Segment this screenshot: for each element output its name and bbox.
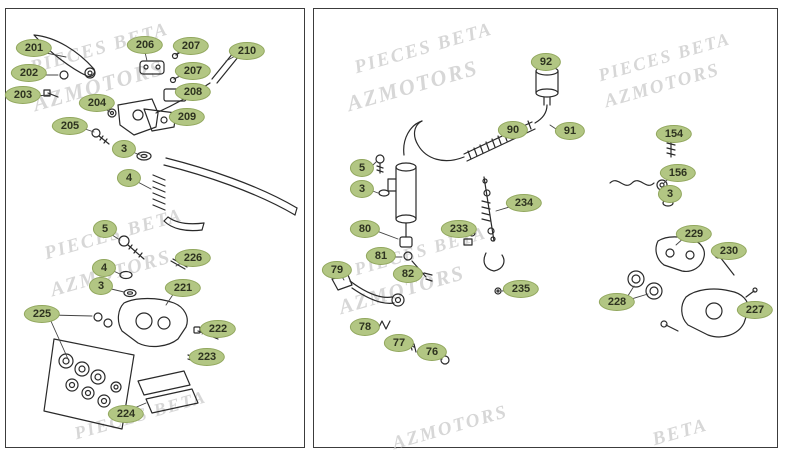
callout-205: 205 (51, 116, 89, 136)
callout-4: 4 (91, 258, 117, 278)
callout-229: 229 (675, 224, 713, 244)
callout-226: 226 (174, 248, 212, 268)
callout-210: 210 (228, 41, 266, 61)
callout-225: 225 (23, 304, 61, 324)
callout-221: 221 (164, 278, 202, 298)
callout-206: 206 (126, 35, 164, 55)
callout-80: 80 (349, 219, 381, 239)
callout-222: 222 (199, 319, 237, 339)
brake-pads-art (137, 370, 199, 414)
callout-79: 79 (321, 260, 353, 280)
callout-156: 156 (659, 163, 697, 183)
callout-207: 207 (172, 36, 210, 56)
callout-3: 3 (111, 139, 137, 159)
handlebar-art (163, 157, 298, 232)
callout-230: 230 (710, 241, 748, 261)
rear-master-cylinder-art (375, 154, 433, 282)
callout-3: 3 (349, 179, 375, 199)
callout-91: 91 (554, 121, 586, 141)
callout-76: 76 (416, 342, 448, 362)
callout-201: 201 (15, 38, 53, 58)
callout-5: 5 (92, 219, 118, 239)
seal-kit-art (43, 338, 135, 430)
callout-204: 204 (78, 93, 116, 113)
brake-lever-art (33, 34, 117, 145)
callout-228: 228 (598, 292, 636, 312)
callout-81: 81 (365, 246, 397, 266)
callout-227: 227 (736, 300, 774, 320)
callout-77: 77 (383, 333, 415, 353)
callout-4: 4 (116, 168, 142, 188)
callout-78: 78 (349, 317, 381, 337)
left-panel-line-art (33, 34, 298, 430)
callout-235: 235 (502, 279, 540, 299)
callout-203: 203 (4, 85, 42, 105)
callout-5: 5 (349, 158, 375, 178)
callout-234: 234 (505, 193, 543, 213)
callout-233: 233 (440, 219, 478, 239)
callout-90: 90 (497, 120, 529, 140)
callout-92: 92 (530, 52, 562, 72)
piston-repair-kit-art (463, 176, 505, 295)
callout-82: 82 (392, 264, 424, 284)
callout-3: 3 (657, 184, 683, 204)
callout-208: 208 (174, 82, 212, 102)
callout-224: 224 (107, 404, 145, 424)
callout-3: 3 (88, 276, 114, 296)
callout-207: 207 (174, 61, 212, 81)
callout-209: 209 (168, 107, 206, 127)
callout-202: 202 (10, 63, 48, 83)
callout-154: 154 (655, 124, 693, 144)
callout-223: 223 (188, 347, 226, 367)
